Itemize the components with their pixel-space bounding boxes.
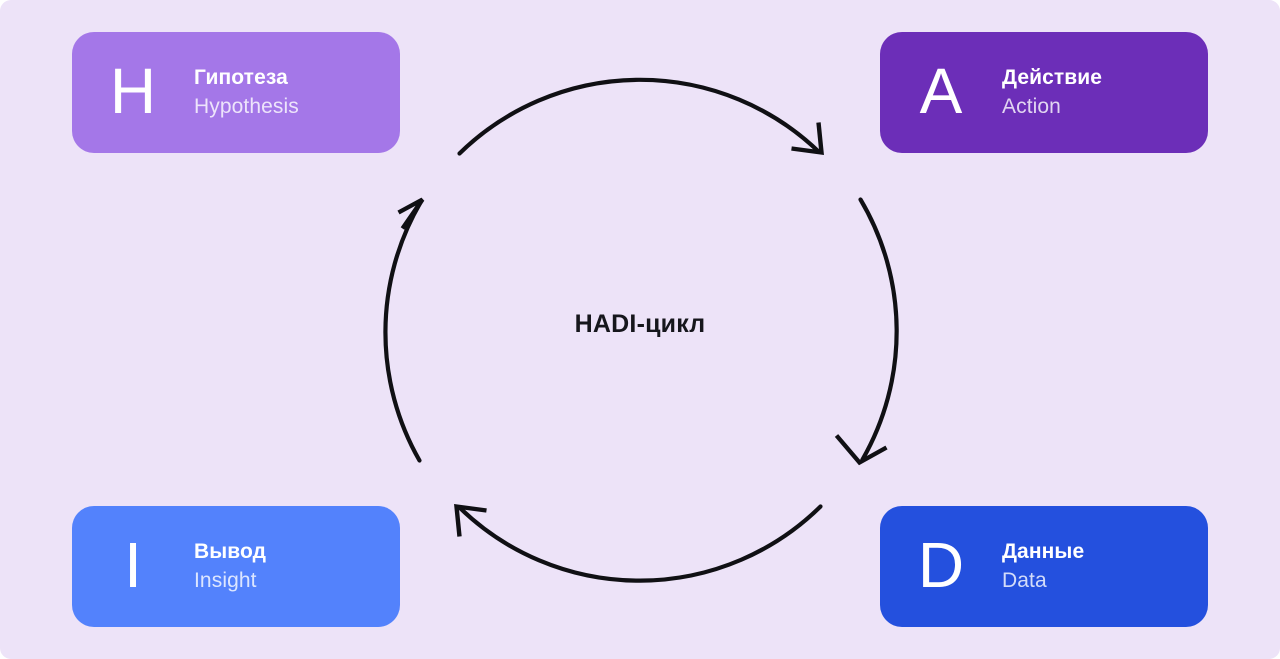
card-title-action: Действие — [1002, 66, 1103, 90]
card-text-group-data: Данные Data — [1002, 540, 1084, 592]
card-title-data: Данные — [1002, 540, 1085, 564]
card-letter-h: H — [109, 54, 157, 127]
card-action[interactable]: A Действие Action — [880, 32, 1208, 153]
center-label: HADI-цикл — [574, 310, 706, 338]
card-subtitle-action: Action — [1002, 94, 1061, 118]
card-text-group-hypothesis: Гипотеза Hypothesis — [194, 66, 299, 118]
arrowhead-top — [791, 122, 824, 156]
card-title-insight: Вывод — [194, 540, 267, 564]
card-letter-d: D — [917, 528, 965, 601]
card-title-hypothesis: Гипотеза — [194, 66, 288, 90]
arrow-bottom-d-to-i — [454, 503, 823, 583]
arrowhead-left — [397, 197, 425, 230]
card-letter-a: A — [919, 54, 963, 127]
card-data[interactable]: D Данные Data — [880, 506, 1208, 627]
card-subtitle-insight: Insight — [194, 568, 257, 592]
card-insight[interactable]: I Вывод Insight — [72, 506, 400, 627]
arrowhead-right — [834, 434, 888, 466]
arrowhead-bottom — [454, 503, 487, 537]
arc-path-top — [457, 77, 821, 156]
card-subtitle-data: Data — [1002, 568, 1047, 592]
card-letter-i: I — [124, 528, 142, 601]
card-text-group-insight: Вывод Insight — [194, 540, 266, 592]
card-hypothesis[interactable]: H Гипотеза Hypothesis — [72, 32, 400, 153]
arc-path-bottom — [457, 504, 823, 583]
card-text-group-action: Действие Action — [1002, 66, 1102, 118]
card-subtitle-hypothesis: Hypothesis — [194, 94, 299, 118]
arrow-top-h-to-a — [457, 77, 824, 156]
